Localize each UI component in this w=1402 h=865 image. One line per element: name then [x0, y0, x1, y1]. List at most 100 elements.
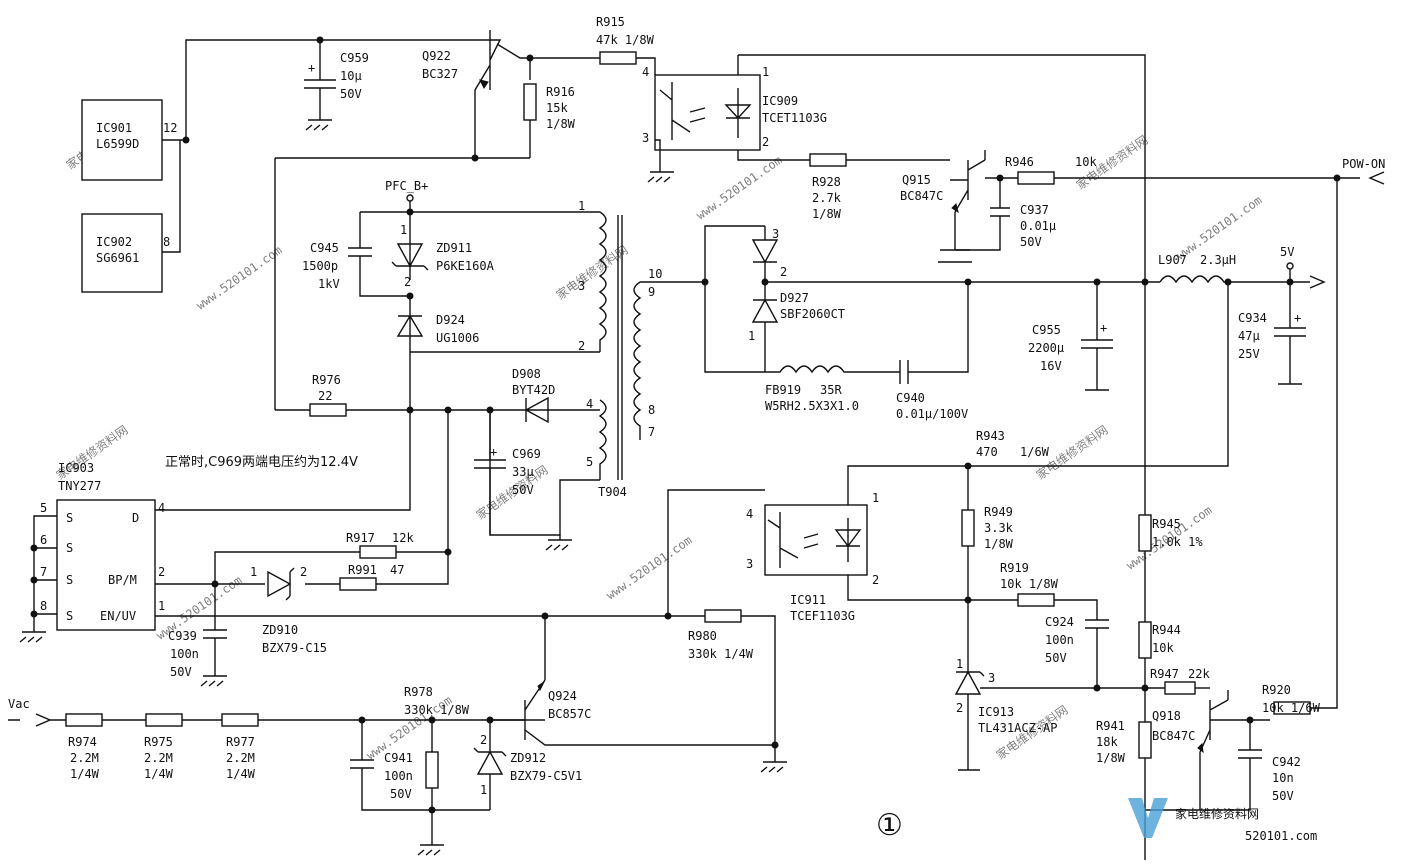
d924-ref: D924 — [436, 313, 465, 327]
r947-val: 22k — [1188, 667, 1210, 681]
junction — [406, 208, 414, 216]
d908-part: BYT42D — [512, 383, 555, 397]
t904-pin2: 2 — [578, 339, 585, 353]
wire — [636, 57, 656, 75]
c934-ref: C934 — [1238, 311, 1267, 325]
ic913-ref: IC913 — [978, 705, 1014, 719]
ic902-part: SG6961 — [96, 251, 139, 265]
zd912-pin1: 1 — [480, 783, 487, 797]
r943-ref: R943 — [976, 429, 1005, 443]
r977-resistor: R977 2.2M 1/4W — [221, 713, 259, 781]
ic913-pin3: 3 — [988, 671, 995, 685]
wire — [1210, 719, 1270, 750]
zd912-diode: 2 1 ZD912 BZX79-C5V1 — [473, 720, 582, 810]
zd910-diode: 1 2 ZD910 BZX79-C15 — [250, 565, 327, 655]
ground-symbol — [19, 631, 46, 643]
ic911-optocoupler: 4 3 1 2 IC911 TCEF1103G — [746, 491, 879, 623]
t904-pin1: 1 — [578, 199, 585, 213]
ic903-pin-num: 6 — [40, 533, 47, 547]
ic903-ref: IC903 — [58, 461, 94, 475]
ic909-pin2: 2 — [762, 135, 769, 149]
d927-pin3: 3 — [772, 227, 779, 241]
figure-number: ① — [876, 808, 903, 843]
svg-text:+: + — [490, 445, 497, 459]
junction — [471, 154, 479, 162]
ic909-part: TCET1103G — [762, 111, 827, 125]
ic903-pin-s: S — [66, 573, 73, 587]
ic913-shunt-regulator: 1 2 3 IC913 TL431ACZ-AP — [954, 600, 1145, 771]
r974-pw: 1/4W — [70, 767, 100, 781]
r916-pw: 1/8W — [546, 117, 576, 131]
r941-val: 18k — [1096, 735, 1118, 749]
ground-symbol — [417, 844, 444, 856]
r915-ref: R915 — [596, 15, 625, 29]
c937-ref: C937 — [1020, 203, 1049, 217]
c939-volt: 50V — [170, 665, 192, 679]
d927-ref: D927 — [780, 291, 809, 305]
d908-diode: D908 BYT42D — [512, 367, 560, 424]
zd910-pin2: 2 — [300, 565, 307, 579]
junction — [444, 548, 452, 556]
q922-ref: Q922 — [422, 49, 451, 63]
zd911-ref: ZD911 — [436, 241, 472, 255]
watermark-text: 家电维修资料网 — [553, 242, 630, 302]
junction — [30, 544, 38, 552]
r943-val: 470 — [976, 445, 998, 459]
c959-volt: 50V — [340, 87, 362, 101]
site-logo: 家电维修资料网 520101.com — [1128, 798, 1317, 843]
net-pfc-b: PFC_B+ — [385, 179, 428, 193]
r978-val: 330k 1/8W — [404, 703, 470, 717]
r928-pw: 1/8W — [812, 207, 842, 221]
r917-val: 12k — [392, 531, 414, 545]
ic901-ref: IC901 — [96, 121, 132, 135]
q915-part: BC847C — [900, 189, 943, 203]
junction — [30, 576, 38, 584]
ic901-part: L6599D — [96, 137, 139, 151]
ic901-pin: 12 — [163, 121, 177, 135]
ground-symbol — [647, 171, 674, 183]
terminal — [1286, 262, 1294, 270]
c924-capacitor: C924 100n 50V — [1045, 615, 1109, 688]
zd910-part: BZX79-C15 — [262, 641, 327, 655]
junction — [406, 406, 414, 414]
c955-volt: 16V — [1040, 359, 1062, 373]
wire — [847, 420, 1229, 601]
logo-url: 520101.com — [1245, 829, 1317, 843]
zd912-pin2: 2 — [480, 733, 487, 747]
net-vac: Vac — [8, 697, 30, 711]
ic903-pin-num: 8 — [40, 599, 47, 613]
arrow — [8, 713, 52, 727]
r949-pw: 1/8W — [984, 537, 1014, 551]
c945-capacitor: C945 1500p 1kV — [302, 212, 410, 297]
wire — [667, 489, 765, 616]
wire — [410, 351, 600, 536]
r944-val: 10k — [1152, 641, 1174, 655]
ic911-ref: IC911 — [790, 593, 826, 607]
t904-pin7: 7 — [648, 425, 655, 439]
l907-ref: L907 — [1158, 253, 1187, 267]
ground-symbol — [545, 535, 572, 551]
ic903-pin-d-num: 4 — [158, 501, 165, 515]
t904-pin4: 4 — [586, 397, 593, 411]
wire — [640, 225, 765, 373]
fb919-ref: FB919 — [765, 383, 801, 397]
q918-ref: Q918 — [1152, 709, 1181, 723]
c941-ref: C941 — [384, 751, 413, 765]
zd911-part: P6KE160A — [436, 259, 495, 273]
junction — [182, 136, 190, 144]
r949-val: 3.3k — [984, 521, 1014, 535]
c937-volt: 50V — [1020, 235, 1042, 249]
ic909-ref: IC909 — [762, 94, 798, 108]
c942-volt: 50V — [1272, 789, 1294, 803]
c924-volt: 50V — [1045, 651, 1067, 665]
c969-volt: 50V — [512, 483, 534, 497]
ic903-pin-d: D — [132, 511, 139, 525]
t904-ref: T904 — [598, 485, 627, 499]
c942-ref: C942 — [1272, 755, 1301, 769]
ic911-pin1: 1 — [872, 491, 879, 505]
r920-ref: R920 — [1262, 683, 1291, 697]
r975-ref: R975 — [144, 735, 173, 749]
r974-ref: R974 — [68, 735, 97, 749]
ic909-pin1: 1 — [762, 65, 769, 79]
wire — [1054, 599, 1098, 620]
